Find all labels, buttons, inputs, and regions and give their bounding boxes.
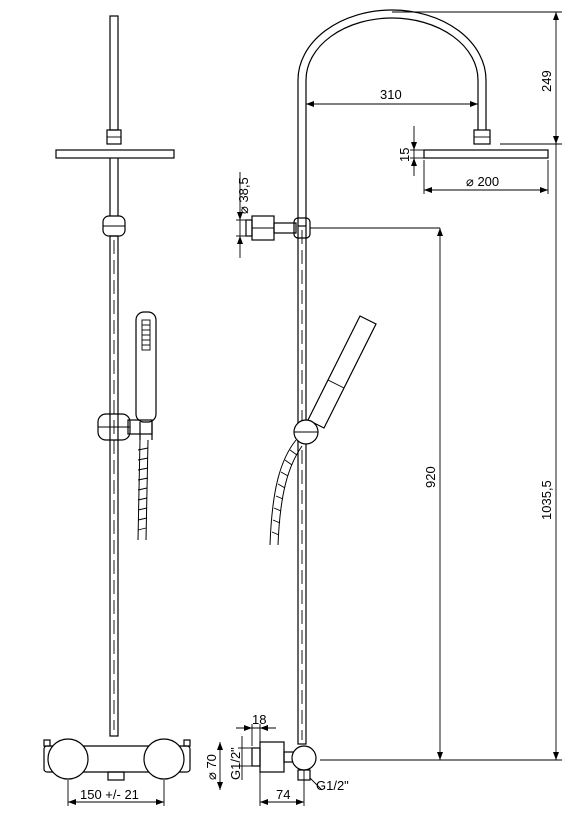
dim-arm-height: 249 [539,70,554,92]
side-slide-rail [297,225,307,745]
front-view: 150 +/- 21 [43,15,191,806]
side-mixer-body [259,741,285,773]
front-shower-head [55,149,175,159]
front-slide-rail [109,235,119,737]
side-hose [269,439,303,546]
front-riser-upper [109,15,119,131]
side-gooseneck-arm [297,9,487,226]
dim-inlet-thread: G1/2" [228,747,243,780]
side-hand-shower [307,315,377,429]
side-view [245,9,549,781]
dim-mixer-body-diameter: ⌀ 70 [204,754,219,780]
dim-total-height: 1035,5 [539,480,554,520]
front-mixer-knob-right [143,738,185,780]
dim-outlet-thread: G1/2" [316,778,349,793]
dim-mixer-offset: 74 [276,787,290,802]
dim-mixer-depth: 18 [252,712,266,727]
front-mixer-knob-left [47,738,89,780]
dim-head-thickness: 15 [397,148,412,162]
dim-arm-reach: 310 [380,87,402,102]
dim-centres: 150 +/- 21 [80,787,139,802]
side-shower-head [423,149,549,159]
front-hand-shower [135,311,157,423]
dimension-lines: 310 249 1035,5 920 15 ⌀ 200 [204,11,562,806]
dim-head-diameter: ⌀ 200 [466,174,499,189]
side-mixer-outlet [291,745,317,771]
dim-slide-height: 920 [423,466,438,488]
dim-bracket-diameter: ⌀ 38,5 [236,177,251,214]
